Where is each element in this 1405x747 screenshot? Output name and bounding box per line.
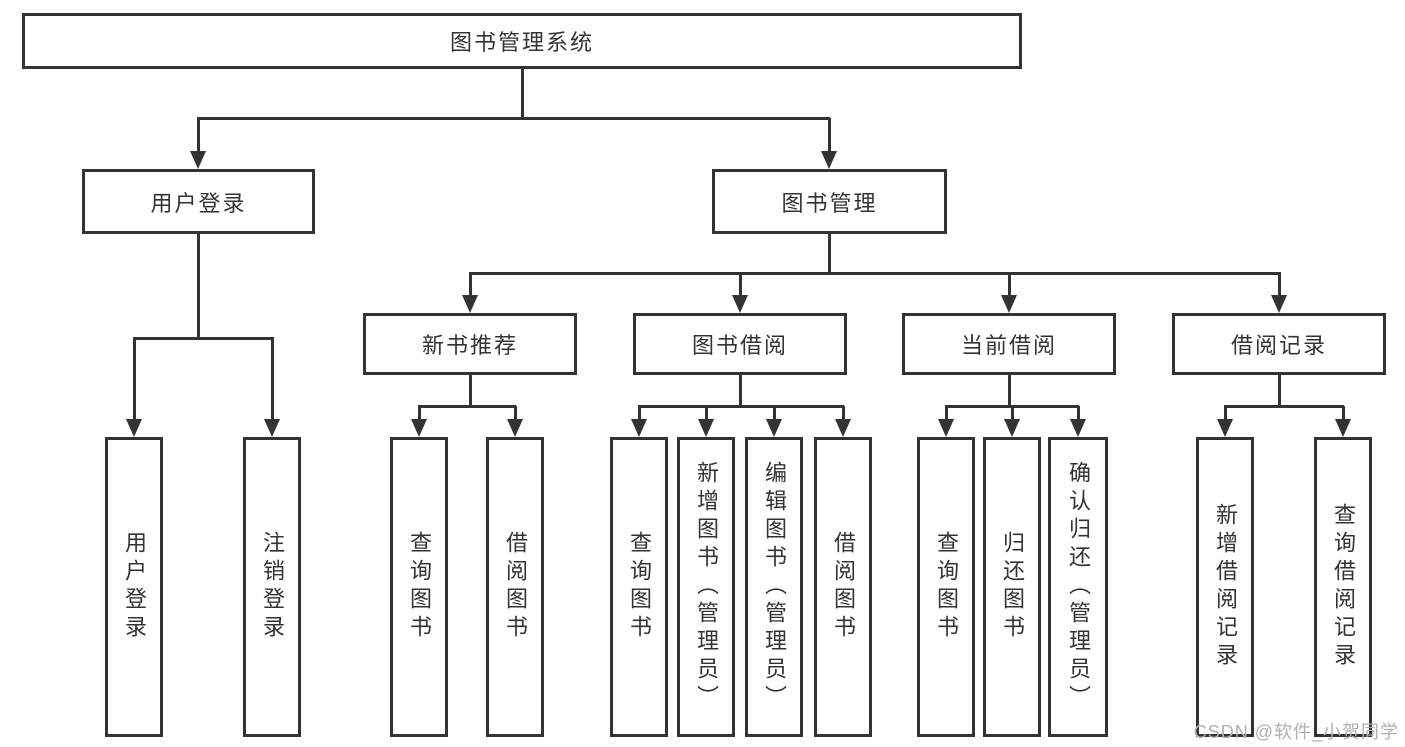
node-leaf-add-borrow-record: 新增借阅记录 [1196,437,1254,737]
node-borrowing-records: 借阅记录 [1172,313,1386,375]
arrowhead-down-icon [126,419,142,437]
connector-line [828,233,831,273]
node-root: 图书管理系统 [22,13,1022,69]
node-current-borrowing: 当前借阅 [902,313,1116,375]
node-leaf-confirm-return-admin: 确认归还（管理员） [1048,437,1108,737]
connector-line [828,118,831,152]
arrowhead-down-icon [1001,295,1017,313]
arrowhead-down-icon [264,419,280,437]
connector-line [1011,406,1014,420]
connector-line [739,375,742,406]
connector-line [1077,406,1080,420]
connector-line [197,118,200,152]
node-user-login: 用户登录 [82,169,315,234]
arrowhead-down-icon [821,151,837,169]
connector-line [133,337,274,340]
connector-line [1278,273,1281,296]
arrowhead-down-icon [190,151,206,169]
arrowhead-down-icon [698,419,714,437]
connector-line [469,375,472,406]
arrowhead-down-icon [1335,419,1351,437]
arrowhead-down-icon [1217,419,1233,437]
node-leaf-add-book-admin: 新增图书（管理员） [677,437,735,737]
node-leaf-logout: 注销登录 [243,437,301,737]
arrowhead-down-icon [507,419,523,437]
connector-line [1008,375,1011,406]
node-leaf-return-book: 归还图书 [983,437,1041,737]
connector-line [514,406,517,420]
connector-line [1008,273,1011,296]
node-book-borrowing: 图书借阅 [633,313,847,375]
connector-line [1342,406,1345,420]
node-leaf-query-books-current: 查询图书 [917,437,975,737]
arrowhead-down-icon [1271,295,1287,313]
arrowhead-down-icon [631,419,647,437]
node-leaf-user-login: 用户登录 [105,437,163,737]
arrowhead-down-icon [462,295,478,313]
node-book-management: 图书管理 [712,169,947,234]
arrowhead-down-icon [835,419,851,437]
node-leaf-query-books-recommend: 查询图书 [390,437,448,737]
connector-line [638,405,844,408]
node-leaf-borrow-books-2: 借阅图书 [814,437,872,737]
connector-line [133,338,136,420]
connector-line [638,406,641,420]
connector-line [1224,406,1227,420]
node-new-book-recommend: 新书推荐 [363,313,577,375]
node-leaf-borrow-books-recommend: 借阅图书 [486,437,544,737]
connector-line [469,272,1281,275]
connector-line [705,406,708,420]
node-leaf-query-borrow-record: 查询借阅记录 [1314,437,1372,737]
connector-line [418,405,516,408]
arrowhead-down-icon [732,295,748,313]
connector-line [945,406,948,420]
connector-line [197,233,200,338]
connector-line [842,406,845,420]
connector-line [521,68,524,118]
connector-line [271,338,274,420]
arrowhead-down-icon [411,419,427,437]
connector-line [197,117,830,120]
node-leaf-edit-book-admin: 编辑图书（管理员） [745,437,803,737]
arrowhead-down-icon [938,419,954,437]
connector-line [773,406,776,420]
arrowhead-down-icon [1070,419,1086,437]
watermark: CSDN @软件_小贺同学 [1193,722,1399,742]
connector-line [1224,405,1344,408]
connector-line [739,273,742,296]
arrowhead-down-icon [766,419,782,437]
node-leaf-query-books-borrowing: 查询图书 [610,437,668,737]
connector-line [469,273,472,296]
connector-line [418,406,421,420]
connector-line [1278,375,1281,406]
arrowhead-down-icon [1004,419,1020,437]
